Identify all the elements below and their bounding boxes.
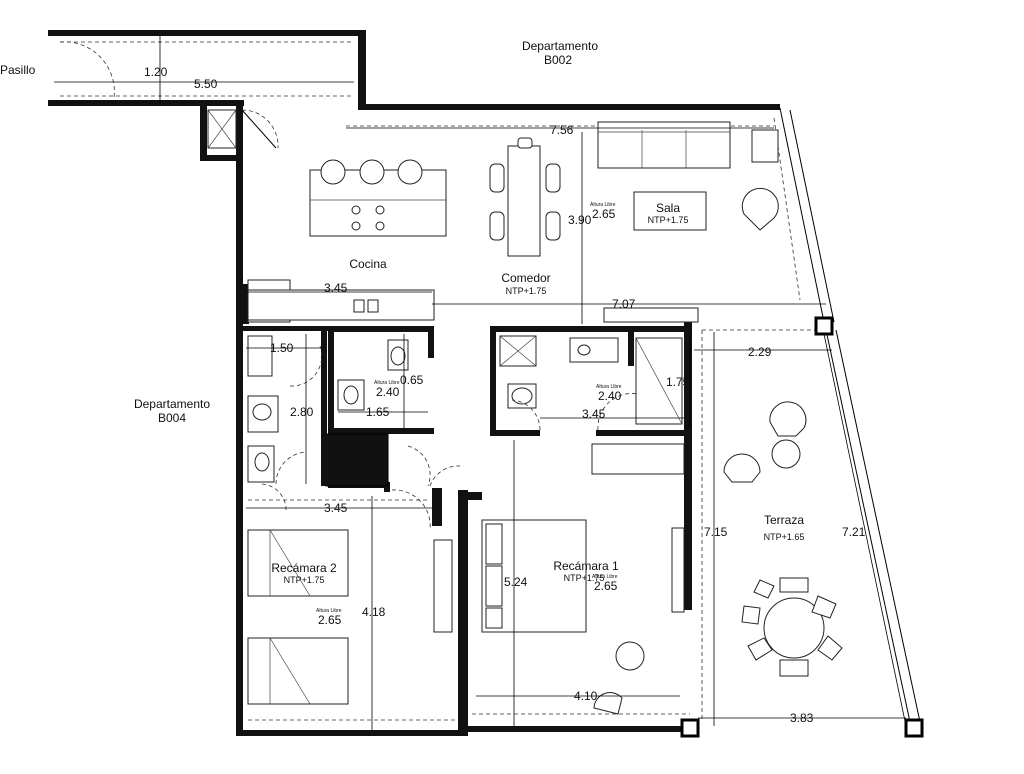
beds	[247, 443, 685, 715]
altura-value-rec1: 2.65	[594, 579, 618, 593]
label-comedor-level: NTP+1.75	[506, 286, 547, 296]
dim-cocina-length: 3.45	[324, 281, 348, 295]
label-b002-code: B002	[544, 53, 572, 67]
walls	[48, 30, 780, 736]
label-departamento-b002: Departamento	[522, 39, 598, 53]
dim-pasillo-length: 5.50	[194, 77, 218, 91]
altura-label-bath-right: Altura Libre	[596, 384, 622, 390]
dim-rec2-depth: 4.18	[362, 605, 386, 619]
altura-value-bath-left: 2.40	[376, 385, 400, 399]
altura-label-rec2: Altura Libre	[316, 608, 342, 614]
label-recamara-2-level: NTP+1.75	[284, 575, 325, 585]
dimension-labels: 1.20 5.50 7.56 3.90 3.45 7.07 2.29 1.50 …	[144, 65, 866, 725]
label-b004-code: B004	[158, 411, 186, 425]
facade	[60, 41, 921, 723]
kitchen-counter	[247, 279, 699, 323]
label-ls: L/S	[347, 454, 365, 468]
dim-terraza-depth: 7.15	[704, 525, 728, 539]
room-labels: Departamento B002 Pasillo Departamento B…	[0, 39, 804, 585]
bath-fixtures	[207, 109, 683, 483]
dimension-lines	[54, 36, 907, 730]
dim-bath-master-width: 3.45	[582, 407, 606, 421]
terrace-furniture	[723, 401, 843, 677]
height-markers: Altura Libre 2.65 Altura Libre 2.40 Altu…	[316, 202, 622, 627]
kitchen-island	[309, 159, 447, 237]
dim-pasillo-width: 1.20	[144, 65, 168, 79]
dim-rec2-width: 3.45	[324, 501, 348, 515]
altura-label-rec1: Altura Libre	[592, 574, 618, 580]
label-sala: Sala	[656, 201, 680, 215]
dim-sala-depth: 3.90	[568, 213, 592, 227]
dim-terraza-outer: 7.21	[842, 525, 866, 539]
label-comedor: Comedor	[501, 271, 550, 285]
dim-bath2-depth: 0.65	[400, 373, 424, 387]
label-pasillo: Pasillo	[0, 63, 36, 77]
sofa	[597, 121, 779, 231]
altura-label-bath-left: Altura Libre	[374, 380, 400, 386]
dim-rec1-depth: 5.24	[504, 575, 528, 589]
altura-label-sala: Altura Libre	[590, 202, 616, 208]
dim-bath2-width: 1.65	[366, 405, 390, 419]
dim-bath1-width: 1.50	[270, 341, 294, 355]
label-recamara-1-level: NTP+1.75	[564, 573, 605, 583]
dining-table	[489, 137, 561, 257]
altura-value-bath-right: 2.40	[598, 389, 622, 403]
dim-terraza-top: 2.29	[748, 345, 772, 359]
dim-rec1-width: 4.10	[574, 689, 598, 703]
label-terraza: Terraza	[764, 513, 804, 527]
label-recamara-1: Recámara 1	[553, 559, 619, 573]
altura-value-rec2: 2.65	[318, 613, 342, 627]
dim-living-length: 7.07	[612, 297, 636, 311]
door-swings	[59, 41, 639, 531]
label-departamento-b004: Departamento	[134, 397, 210, 411]
dim-bath-master-depth: 1.75	[666, 375, 690, 389]
dim-bath1-depth: 2.80	[290, 405, 314, 419]
label-terraza-level: NTP+1.65	[764, 532, 805, 542]
label-sala-level: NTP+1.75	[648, 215, 689, 225]
label-cocina: Cocina	[349, 257, 387, 271]
altura-value-sala: 2.65	[592, 207, 616, 221]
dim-terraza-bottom: 3.83	[790, 711, 814, 725]
dim-sala-width: 7.56	[550, 123, 574, 137]
label-recamara-2: Recámara 2	[271, 561, 337, 575]
